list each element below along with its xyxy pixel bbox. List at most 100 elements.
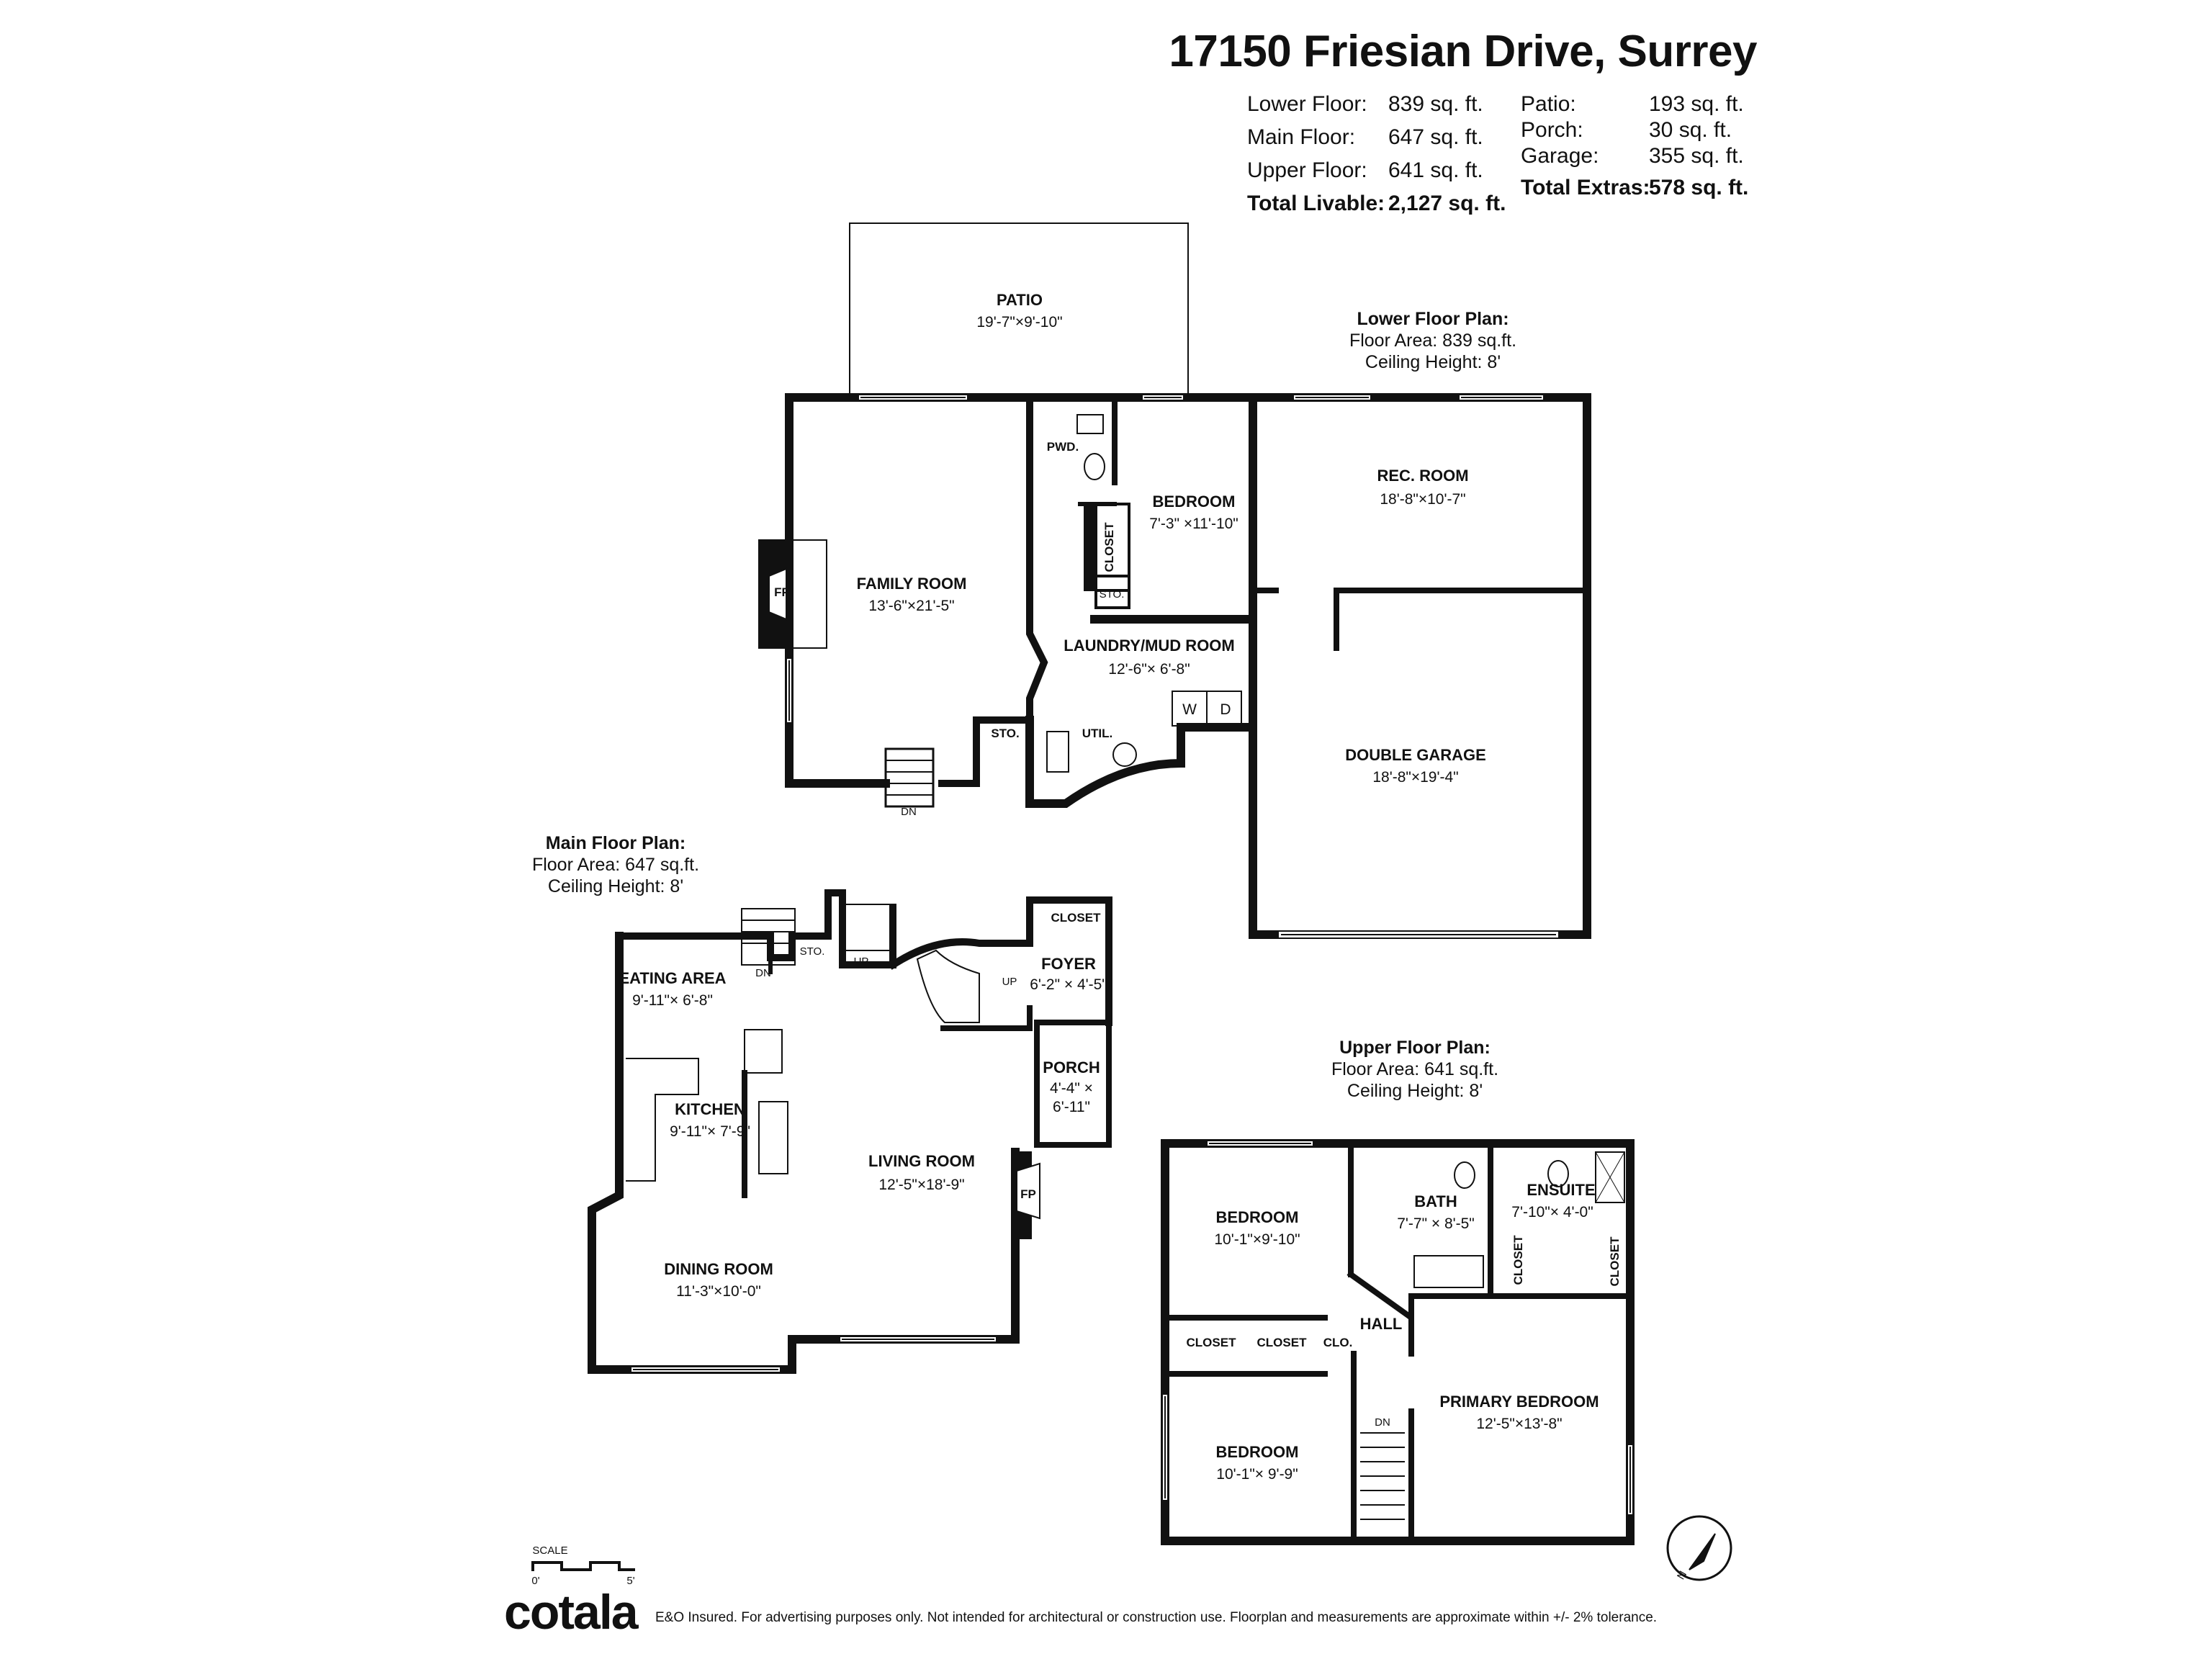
compass-arrow bbox=[1689, 1533, 1716, 1570]
family-room-name: FAMILY ROOM bbox=[857, 575, 967, 593]
util-panel bbox=[1046, 731, 1069, 773]
kitchen-name: KITCHEN bbox=[675, 1100, 745, 1118]
dn-main-label: DN bbox=[755, 967, 771, 979]
dn-lower-label: DN bbox=[901, 806, 917, 818]
eating-area-name: EATING AREA bbox=[619, 969, 726, 987]
main-sto-label: STO. bbox=[800, 945, 825, 958]
scale-end: 5' bbox=[626, 1575, 634, 1587]
main-floor-value: 647 sq. ft. bbox=[1388, 125, 1483, 149]
dn-upper-label: DN bbox=[1375, 1416, 1390, 1429]
patio-value: 193 sq. ft. bbox=[1649, 92, 1744, 116]
livable-summary: Lower Floor: 839 sq. ft. Main Floor: 647… bbox=[1247, 92, 1506, 225]
lower-bedroom-name: BEDROOM bbox=[1153, 493, 1236, 511]
bath-toilet bbox=[1454, 1161, 1475, 1189]
compass-label: N bbox=[1675, 1569, 1689, 1582]
bath-south-wall bbox=[1346, 1270, 1633, 1323]
lower-sto-box bbox=[1094, 575, 1130, 609]
fp-lower-label: FP bbox=[774, 585, 790, 599]
primary-bedroom-name: PRIMARY BEDROOM bbox=[1439, 1393, 1599, 1411]
family-room-east-wall bbox=[938, 394, 1048, 787]
bath-dim: 7'-7" × 8'-5" bbox=[1397, 1215, 1475, 1232]
porch-dim-1: 4'-4" × bbox=[1050, 1080, 1093, 1097]
rec-room-dim: 18'-8"×10'-7" bbox=[1380, 491, 1465, 508]
washer-label: W bbox=[1182, 701, 1197, 718]
ensuite-shower bbox=[1595, 1151, 1625, 1203]
porch-value: 30 sq. ft. bbox=[1649, 118, 1732, 142]
upper-closet2-label: CLOSET bbox=[1257, 1336, 1308, 1349]
lower-stairs bbox=[884, 747, 935, 808]
upper-plan-heading: Upper Floor Plan: Floor Area: 641 sq.ft.… bbox=[1296, 1037, 1534, 1102]
patio-dim: 19'-7"×9'-10" bbox=[976, 314, 1062, 331]
upper-stairs bbox=[1360, 1432, 1405, 1520]
porch-label: Porch: bbox=[1521, 118, 1583, 142]
upper-bedroom1-name: BEDROOM bbox=[1216, 1208, 1299, 1226]
laundry-name: LAUNDRY/MUD ROOM bbox=[1064, 637, 1235, 655]
porch-dim-2: 6'-11" bbox=[1053, 1099, 1090, 1115]
lower-plan-ceiling: Ceiling Height: 8' bbox=[1364, 352, 1501, 372]
up-main-label-2: UP bbox=[1002, 976, 1017, 988]
lower-closet bbox=[1094, 503, 1130, 592]
main-closet-label: CLOSET bbox=[1051, 911, 1102, 925]
foyer-wall bbox=[940, 1005, 1033, 1031]
kitchen-stove bbox=[758, 1101, 788, 1174]
fireplace-lower-hearth bbox=[788, 539, 827, 649]
lower-plan-area: Floor Area: 839 sq.ft. bbox=[1349, 331, 1517, 351]
upper-bedroom2-dim: 10'-1"× 9'-9" bbox=[1216, 1466, 1298, 1483]
lower-plan-title: Lower Floor Plan: bbox=[1357, 309, 1509, 329]
curved-stair bbox=[916, 949, 980, 1023]
main-plan-area: Floor Area: 647 sq.ft. bbox=[531, 855, 700, 875]
lower-floor-label: Lower Floor: bbox=[1247, 92, 1367, 116]
lower-plan-heading: Lower Floor Plan: Floor Area: 839 sq.ft.… bbox=[1318, 308, 1548, 373]
porch-wall bbox=[1034, 1020, 1112, 1148]
util-heater bbox=[1112, 742, 1137, 767]
compass-ring bbox=[1666, 1515, 1732, 1581]
lower-closet-label: CLOSET bbox=[1102, 522, 1116, 572]
lower-bedroom-wall bbox=[1025, 393, 1257, 624]
laundry-dim: 12'-6"× 6'-8" bbox=[1108, 661, 1190, 678]
extras-summary: Patio: 193 sq. ft. Porch: 30 sq. ft. Gar… bbox=[1521, 92, 1751, 207]
upper-closet3-label: CLOSET bbox=[1511, 1235, 1525, 1285]
upper-floor-value: 641 sq. ft. bbox=[1388, 158, 1483, 182]
lower-bedroom-dim: 7'-3" ×11'-10" bbox=[1149, 516, 1238, 532]
scale-bar bbox=[531, 1561, 635, 1571]
kitchen-fridge bbox=[744, 1029, 783, 1074]
lower-sto2-label: STO. bbox=[991, 727, 1019, 740]
total-extras-value: 578 sq. ft. bbox=[1649, 176, 1749, 199]
dryer-label: D bbox=[1220, 701, 1231, 718]
bathtub bbox=[1413, 1255, 1484, 1288]
garage-dim: 18'-8"×19'-4" bbox=[1372, 769, 1458, 786]
fp-main-label: FP bbox=[1020, 1187, 1036, 1201]
garage-label: Garage: bbox=[1521, 144, 1599, 168]
kitchen-counter-west bbox=[626, 1058, 699, 1182]
scale-label: SCALE bbox=[532, 1545, 567, 1557]
lower-floor-value: 839 sq. ft. bbox=[1388, 92, 1483, 116]
laundry-wall bbox=[1025, 615, 1257, 808]
main-floor-label: Main Floor: bbox=[1247, 125, 1356, 149]
dining-room-dim: 11'-3"×10'-0" bbox=[676, 1283, 761, 1300]
ensuite-name: ENSUITE bbox=[1527, 1181, 1595, 1199]
porch-name: PORCH bbox=[1043, 1058, 1100, 1076]
total-livable-label: Total Livable: bbox=[1247, 192, 1385, 215]
patio-outline bbox=[849, 222, 1189, 397]
patio-label: Patio: bbox=[1521, 92, 1576, 116]
upper-plan-ceiling: Ceiling Height: 8' bbox=[1346, 1081, 1483, 1101]
lower-sto1-label: STO. bbox=[1100, 588, 1125, 601]
bath-name: BATH bbox=[1414, 1192, 1457, 1210]
main-plan-ceiling: Ceiling Height: 8' bbox=[547, 876, 684, 896]
up-main-label-1: UP bbox=[854, 956, 869, 968]
upper-closet4-label: CLOSET bbox=[1608, 1236, 1622, 1287]
pwd-label: PWD. bbox=[1047, 440, 1079, 454]
upper-bedroom2-name: BEDROOM bbox=[1216, 1443, 1299, 1461]
disclaimer-text: E&O Insured. For advertising purposes on… bbox=[655, 1610, 1658, 1625]
clo-label: CLO. bbox=[1323, 1336, 1353, 1349]
main-stairs-up bbox=[843, 904, 891, 951]
fireplace-main-insert bbox=[1016, 1162, 1040, 1220]
rec-room-name: REC. ROOM bbox=[1377, 467, 1468, 485]
property-address-title: 17150 Friesian Drive, Surrey bbox=[1169, 27, 1757, 76]
fireplace-lower-insert bbox=[768, 567, 787, 621]
upper-plan-area: Floor Area: 641 sq.ft. bbox=[1331, 1059, 1499, 1079]
lower-closet-wall bbox=[1084, 503, 1097, 591]
patio-name: PATIO bbox=[997, 291, 1043, 309]
garage-value: 355 sq. ft. bbox=[1649, 144, 1744, 168]
